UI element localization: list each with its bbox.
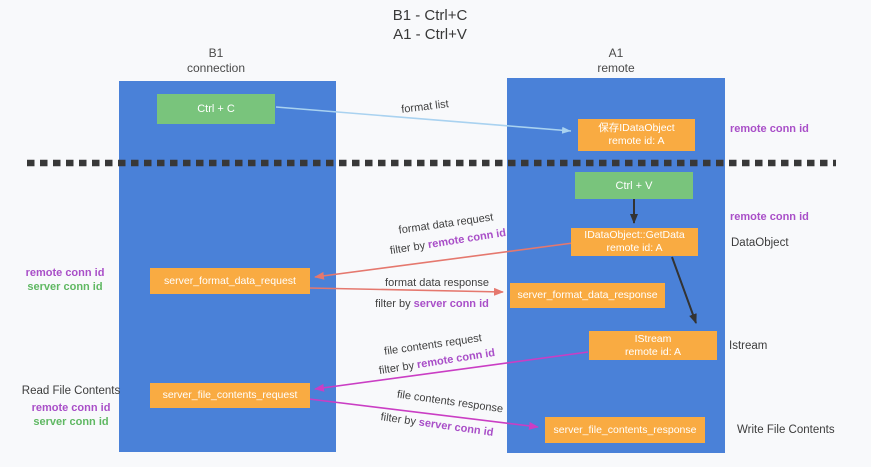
istream-line2: remote id: A (624, 345, 682, 358)
istream-line1: IStream (634, 332, 672, 345)
istream-annotation: Istream (729, 340, 768, 352)
ctrl-c-node: Ctrl + C (157, 94, 275, 124)
server-format-data-response-label: server_format_data_response (517, 289, 658, 301)
save-dataobject-line2: remote id: A (608, 135, 665, 147)
filter-by-text: filter by (375, 298, 414, 310)
server-file-contents-response-label: server_file_contents_response (553, 423, 697, 436)
server-file-contents-request-label: server_file_contents_request (162, 389, 298, 401)
file-contents-request-arrow (314, 351, 589, 392)
title-line-1: B1 - Ctrl+C (392, 7, 468, 24)
getdata-line1: IDataObject::GetData (584, 229, 685, 241)
read-file-contents-annotation: Read File Contents (21, 385, 121, 397)
server-format-data-request-node: server_format_data_request (150, 268, 310, 294)
remote-conn-id-annotation-2: remote conn id (730, 211, 809, 223)
left-column-name: B1 (208, 46, 224, 60)
server-format-data-response-node: server_format_data_response (510, 283, 665, 308)
server-conn-id-annotation-left-2: server conn id (33, 416, 109, 428)
save-dataobject-node: 保存IDataObject remote id: A (578, 119, 695, 151)
title-line-2: A1 - Ctrl+V (393, 26, 467, 43)
left-column-header: B1 connection (187, 46, 245, 76)
format-list-arrow (275, 106, 572, 134)
server-file-contents-request-node: server_file_contents_request (150, 383, 310, 408)
file-contents-response-arrow (308, 398, 539, 430)
left-column-subtitle: connection (186, 61, 246, 75)
istream-node: IStream remote id: A (589, 331, 717, 360)
format-data-response-arrow (308, 287, 504, 296)
server-file-contents-response-node: server_file_contents_response (545, 417, 705, 443)
remote-conn-id-annotation-left-2: remote conn id (31, 402, 111, 414)
right-column-name: A1 (608, 46, 624, 60)
read-file-contents-annotation-block: Read File Contents remote conn id server… (22, 384, 120, 429)
getdata-node: IDataObject::GetData remote id: A (571, 228, 698, 256)
ctrl-c-label: Ctrl + C (197, 103, 235, 115)
server-format-data-request-label: server_format_data_request (164, 274, 296, 287)
save-dataobject-line1: 保存IDataObject (598, 122, 675, 134)
filter-by-server-conn-id-label-1: filter by server conn id (375, 298, 489, 310)
getdata-line2: remote id: A (606, 242, 663, 254)
ctrl-v-node: Ctrl + V (575, 172, 693, 199)
left-conn-id-annotation-block: remote conn id server conn id (26, 266, 105, 294)
remote-conn-id-annotation-1: remote conn id (730, 123, 809, 135)
ctrl-v-label: Ctrl + V (615, 179, 653, 192)
server-conn-id-annotation-left: server conn id (27, 281, 103, 293)
remote-conn-id-annotation-left: remote conn id (25, 267, 105, 279)
diagram-title: B1 - Ctrl+C A1 - Ctrl+V (393, 6, 468, 44)
server-conn-id-text: server conn id (413, 298, 489, 310)
getdata-to-istream-arrow (671, 256, 697, 324)
format-data-request-arrow (314, 242, 574, 280)
right-column-subtitle: remote (597, 61, 635, 75)
write-file-contents-annotation: Write File Contents (737, 424, 835, 436)
dataobject-annotation: DataObject (731, 237, 789, 249)
right-column-header: A1 remote (597, 46, 634, 76)
format-data-response-label: format data response (385, 277, 489, 289)
